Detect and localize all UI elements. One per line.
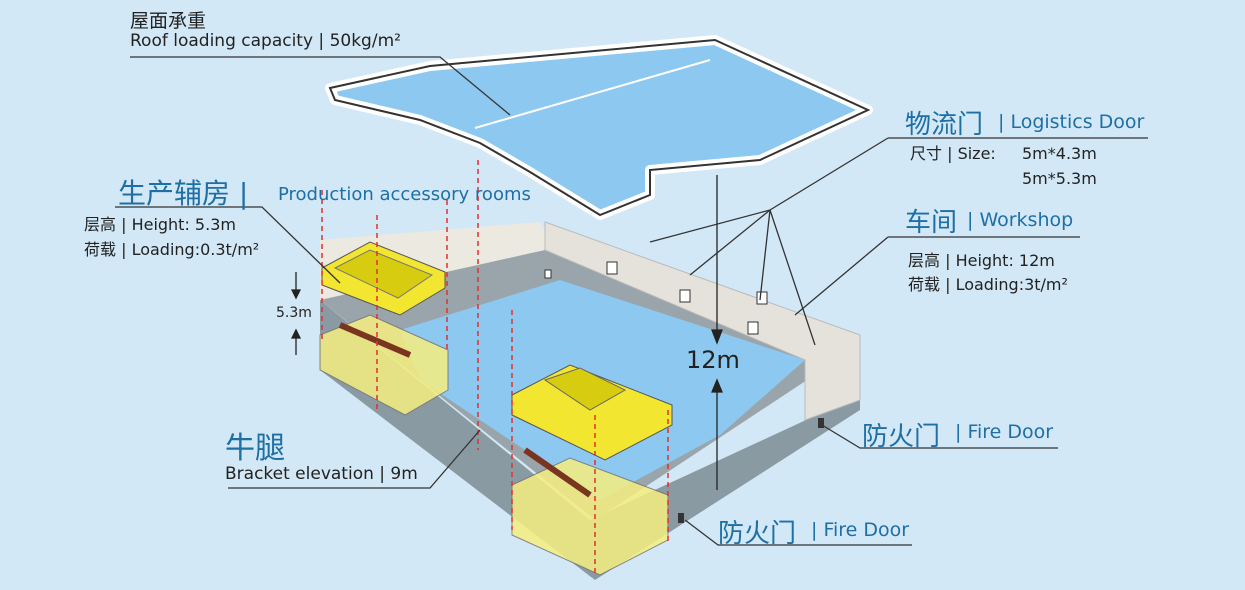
fire-door-right-title-cn: 防火门 bbox=[862, 422, 941, 452]
workshop-height: 层高 | Height: 12m bbox=[908, 251, 1055, 270]
workshop-title-en: | Workshop bbox=[967, 209, 1074, 231]
logistics-door-size-2: 5m*5.3m bbox=[1022, 169, 1097, 188]
logistics-doors bbox=[544, 261, 768, 335]
workshop-height-dimension: 12m bbox=[686, 346, 740, 374]
production-rooms-title-en: Production accessory rooms bbox=[278, 184, 531, 205]
production-room-lower-left bbox=[319, 314, 449, 416]
roof-outline bbox=[328, 38, 871, 217]
production-rooms-loading: 荷载 | Loading:0.3t/m² bbox=[84, 240, 260, 259]
projection-guides bbox=[321, 160, 669, 575]
fire-door-bottom-title-cn: 防火门 bbox=[718, 519, 797, 549]
stair bbox=[338, 322, 412, 358]
workshop-title-cn: 车间 bbox=[905, 208, 958, 238]
stair bbox=[523, 447, 592, 498]
production-rooms-title-cn: 生产辅房 | bbox=[118, 177, 249, 210]
fire-door-bottom-title-en: | Fire Door bbox=[811, 519, 910, 541]
roof-title-cn: 屋面承重 bbox=[130, 10, 207, 32]
production-rooms-height: 层高 | Height: 5.3m bbox=[84, 215, 236, 234]
fire-door-marker bbox=[678, 513, 684, 523]
bracket-title-cn: 牛腿 bbox=[225, 431, 285, 466]
wall-right bbox=[544, 221, 861, 421]
roof-title-en: Roof loading capacity | 50kg/m² bbox=[130, 31, 401, 51]
leader-lines bbox=[115, 56, 1148, 546]
bracket-detail: Bracket elevation | 9m bbox=[225, 464, 418, 484]
fire-door-marker bbox=[818, 418, 824, 428]
height-arrow-5.3m bbox=[290, 272, 302, 355]
logistics-door-size-1: 5m*4.3m bbox=[1022, 144, 1097, 163]
logistics-door-title-en: | Logistics Door bbox=[998, 111, 1145, 133]
workshop-loading: 荷载 | Loading:3t/m² bbox=[908, 275, 1068, 294]
logistics-door-title-cn: 物流门 bbox=[905, 110, 984, 140]
fire-door-right-title-en: | Fire Door bbox=[955, 421, 1054, 443]
room-height-dimension: 5.3m bbox=[276, 305, 312, 321]
production-room-upper-center bbox=[511, 364, 673, 461]
logistics-door-size-label: 尺寸 | Size: bbox=[910, 144, 996, 163]
height-arrow-12m bbox=[711, 175, 723, 490]
roof-seam bbox=[474, 59, 711, 129]
